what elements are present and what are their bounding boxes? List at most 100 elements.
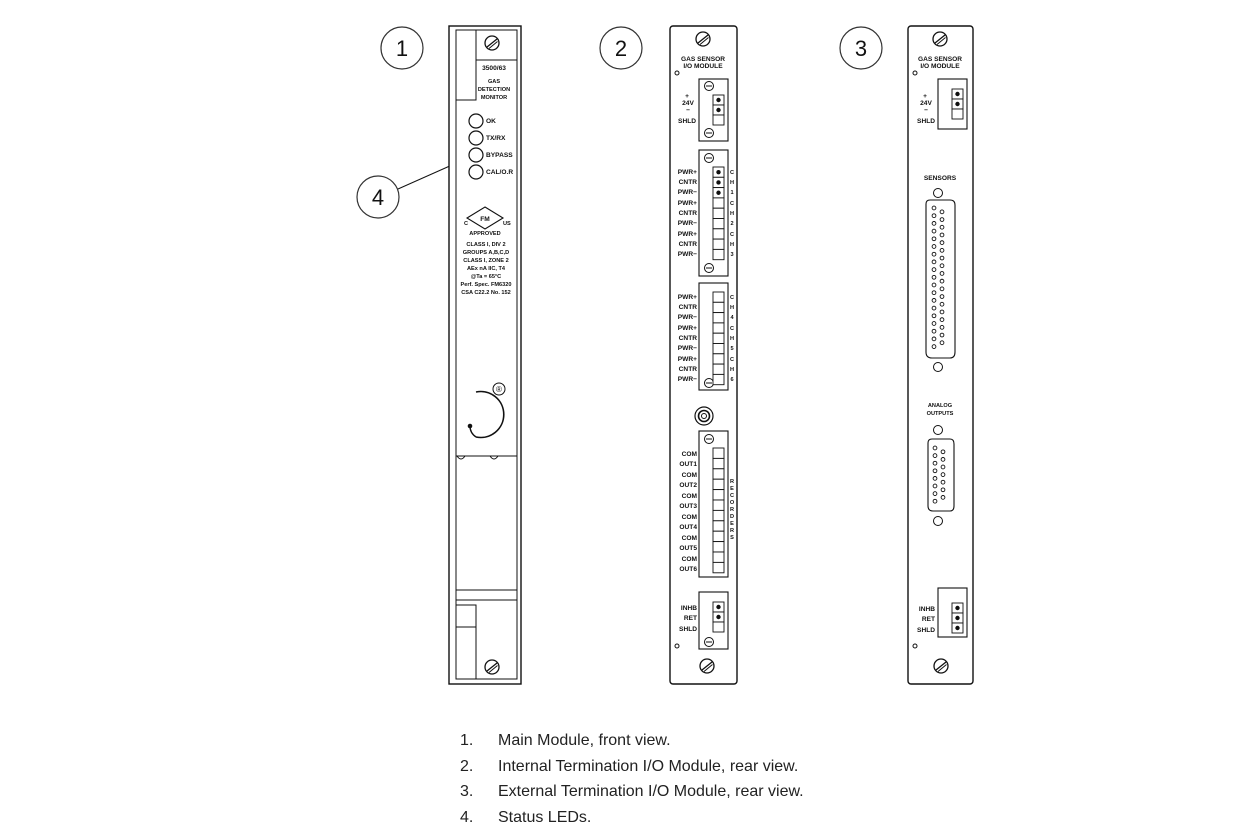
pin-label: OUT3 xyxy=(679,503,697,510)
analog-outputs-dsub-connector xyxy=(927,425,955,526)
dsub-pin xyxy=(939,325,945,330)
dsub-pin xyxy=(932,460,938,466)
led-cal-label: CAL/O.R xyxy=(486,169,513,176)
cert-line: CSA C22.2 No. 152 xyxy=(461,290,511,296)
fm-logo-text: FM xyxy=(480,216,490,223)
main-module-outline xyxy=(448,25,522,685)
dsub-pin xyxy=(939,255,945,261)
dsub-pin xyxy=(931,205,937,211)
pin-label: OUT5 xyxy=(679,545,697,552)
dsub-pin xyxy=(939,248,945,253)
legend-text: Internal Termination I/O Module, rear vi… xyxy=(498,757,799,775)
pin-label: CNTR xyxy=(679,366,698,373)
approval-c: C xyxy=(464,221,468,227)
title-line-2: DETECTION xyxy=(478,87,510,93)
bottom-screw-icon xyxy=(484,659,500,675)
pin-label: PWR− xyxy=(678,220,697,227)
recorders-letter: E xyxy=(730,486,734,492)
pin-label: PWR+ xyxy=(678,294,697,301)
dsub-pin xyxy=(932,468,938,474)
dsub-pin xyxy=(939,294,945,299)
pin-label: COM xyxy=(682,493,698,500)
pin-label: OUT1 xyxy=(679,461,697,468)
terminal xyxy=(712,228,725,240)
led-txrx-label: TX/RX xyxy=(486,135,506,142)
terminal xyxy=(712,291,725,303)
terminal xyxy=(712,468,725,480)
ch3-label: 3 xyxy=(730,252,733,258)
dsub-pin xyxy=(939,217,945,222)
ch2-label: 2 xyxy=(730,221,733,227)
dsub-pin xyxy=(931,221,937,226)
ch4-label: C xyxy=(730,295,734,301)
dsub-pin xyxy=(939,232,945,238)
power-24v: 24V xyxy=(920,100,932,107)
terminal xyxy=(712,373,725,386)
pin-label: CNTR xyxy=(679,304,698,311)
legend-text: Status LEDs. xyxy=(498,809,592,827)
recorders-letter: S xyxy=(730,535,734,541)
analog-outputs-line-2: OUTPUTS xyxy=(927,411,954,417)
pin-label: CNTR xyxy=(679,179,698,186)
legend-item: 2. Internal Termination I/O Module, rear … xyxy=(460,754,804,780)
analog-outputs-line-1: ANALOG xyxy=(928,403,952,409)
pin-label: COM xyxy=(682,472,698,479)
recorders-letter: C xyxy=(730,493,734,499)
pin-label: RET xyxy=(684,615,697,622)
recorders-letter: R xyxy=(730,507,734,513)
cert-line: GROUPS A,B,C,D xyxy=(463,250,509,256)
ch3-label: H xyxy=(730,242,734,248)
brand-logo: ® xyxy=(467,382,506,439)
terminal xyxy=(712,312,725,324)
terminal xyxy=(712,207,725,219)
dsub-pin xyxy=(939,224,945,230)
dsub-pin xyxy=(939,317,945,322)
callout-1-number: 1 xyxy=(396,36,408,61)
terminal xyxy=(712,353,725,365)
certification-text: CLASS I, DIV 2 GROUPS A,B,C,D CLASS I, Z… xyxy=(461,242,512,296)
legend-number: 2. xyxy=(460,757,474,775)
terminal xyxy=(712,478,725,491)
dsub-pin xyxy=(932,491,938,496)
dsub-pin xyxy=(931,259,937,265)
legend-number: 4. xyxy=(460,809,474,827)
pin-label: COM xyxy=(682,535,698,542)
callout-1: 1 xyxy=(380,26,424,70)
legend-number: 3. xyxy=(460,783,474,801)
power-shld: SHLD xyxy=(678,118,696,125)
dsub-pin xyxy=(939,240,945,245)
pin-label: OUT4 xyxy=(679,524,697,531)
top-screw-icon xyxy=(695,31,711,47)
status-leds: OK TX/RX BYPASS CAL/O.R xyxy=(468,113,513,180)
figure-legend: 1.Main Module, front view. 2. Internal Te… xyxy=(460,728,804,831)
ch5-label: H xyxy=(730,336,734,342)
dsub-pin xyxy=(931,251,937,257)
pin-label: COM xyxy=(682,514,698,521)
module-diagram: 1 2 3 4 3500/63 GAS DETECTION MONITOR OK… xyxy=(356,25,974,685)
terminal xyxy=(712,218,725,230)
power-plus: + xyxy=(685,93,689,100)
cert-line: CLASS I, ZONE 2 xyxy=(463,258,508,264)
terminal xyxy=(712,197,725,209)
pin-label: PWR+ xyxy=(678,325,697,332)
dsub-pin xyxy=(931,282,937,288)
pin-label: PWR− xyxy=(678,345,697,352)
power-24v: 24V xyxy=(682,100,694,107)
terminal xyxy=(712,322,725,334)
dsub-pin xyxy=(931,328,937,334)
pin-label: RET xyxy=(922,616,935,623)
cert-line: @Ta = 65°C xyxy=(471,274,501,280)
dsub-pin xyxy=(932,453,938,458)
pin-label: PWR+ xyxy=(678,231,697,238)
dsub-pin xyxy=(931,298,937,303)
ch6-label: 6 xyxy=(730,377,733,383)
dsub-pin xyxy=(940,472,946,477)
legend-item: 1.Main Module, front view. xyxy=(460,728,804,754)
ch5-label: C xyxy=(730,326,734,332)
cert-line: Perf. Spec. FM6320 xyxy=(461,282,512,288)
module-title-line-1: GAS SENSOR xyxy=(681,56,725,63)
recorder-outputs-connector: COM OUT1 COM OUT2 COM OUT3 COM OUT4 COM … xyxy=(679,430,735,578)
legend-number: 1. xyxy=(460,732,474,749)
dsub-pin xyxy=(931,313,937,319)
dsub-pin xyxy=(939,332,945,338)
